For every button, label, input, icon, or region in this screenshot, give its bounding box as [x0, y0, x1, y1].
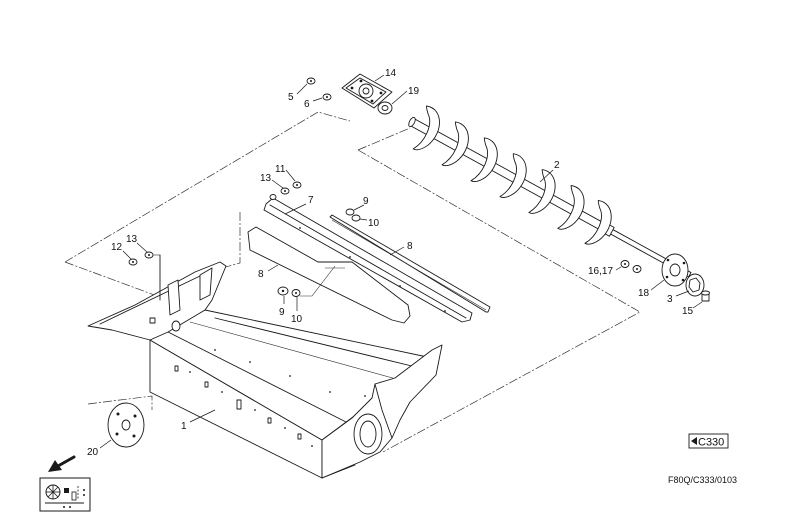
part-20-plate [107, 402, 145, 448]
part-19-washer [377, 101, 393, 115]
part-10-washer-upper [351, 214, 361, 222]
callout-10-upper[interactable]: 10 [368, 218, 380, 229]
machine-view-icon [39, 477, 91, 512]
callout-20[interactable]: 20 [87, 447, 99, 458]
callout-13-left[interactable]: 13 [126, 234, 138, 245]
callout-8-right[interactable]: 8 [407, 241, 413, 252]
part-16-17-nuts [620, 260, 642, 273]
part-13-washer-upper [269, 187, 290, 200]
drawing-number: F80Q/C333/0103 [668, 475, 737, 485]
callout-6[interactable]: 6 [304, 99, 310, 110]
part-2-auger [404, 104, 692, 278]
part-3-bearing [685, 273, 705, 297]
callout-1[interactable]: 1 [181, 421, 187, 432]
callout-3[interactable]: 3 [667, 294, 673, 305]
part-7-angle-strip [263, 197, 473, 323]
callout-12[interactable]: 12 [111, 242, 123, 253]
part-1-frame [87, 254, 443, 479]
callout-10-lower[interactable]: 10 [291, 314, 303, 325]
part-8-flat-strip [247, 226, 411, 324]
part-8-thin-strip [329, 214, 491, 313]
assembly-boundary-lines [64, 111, 641, 453]
callout-8-left[interactable]: 8 [258, 269, 264, 280]
callout-2[interactable]: 2 [554, 160, 560, 171]
reference-tag-label: C330 [698, 437, 724, 449]
part-10-washer-lower [291, 265, 336, 297]
part-13-washer-left [144, 251, 160, 259]
part-5-nut [306, 77, 316, 85]
callout-15[interactable]: 15 [682, 306, 694, 317]
part-9-bolt-upper [345, 208, 355, 216]
reference-tag[interactable]: C330 [688, 433, 729, 449]
arrow-down-left-icon [48, 455, 76, 472]
part-15-bolt [701, 290, 710, 302]
part-18-flange [661, 253, 689, 287]
callout-16-17[interactable]: 16,17 [588, 266, 613, 277]
part-6-washer [322, 93, 332, 101]
callout-14[interactable]: 14 [385, 68, 397, 79]
callout-leaders [99, 74, 703, 449]
part-9-bolt-lower [277, 286, 289, 296]
part-11-nut [292, 181, 302, 189]
callout-11[interactable]: 11 [275, 164, 286, 175]
callout-9-upper[interactable]: 9 [363, 196, 369, 207]
triangle-left-icon [691, 437, 697, 445]
part-14-bearing-plate [341, 73, 393, 109]
callout-18[interactable]: 18 [638, 288, 650, 299]
callout-7[interactable]: 7 [308, 195, 314, 206]
callout-5[interactable]: 5 [288, 92, 294, 103]
callout-9-lower[interactable]: 9 [279, 307, 285, 318]
callout-13-upper[interactable]: 13 [260, 173, 272, 184]
callout-19[interactable]: 19 [408, 86, 420, 97]
part-12-nut-left [128, 258, 138, 266]
